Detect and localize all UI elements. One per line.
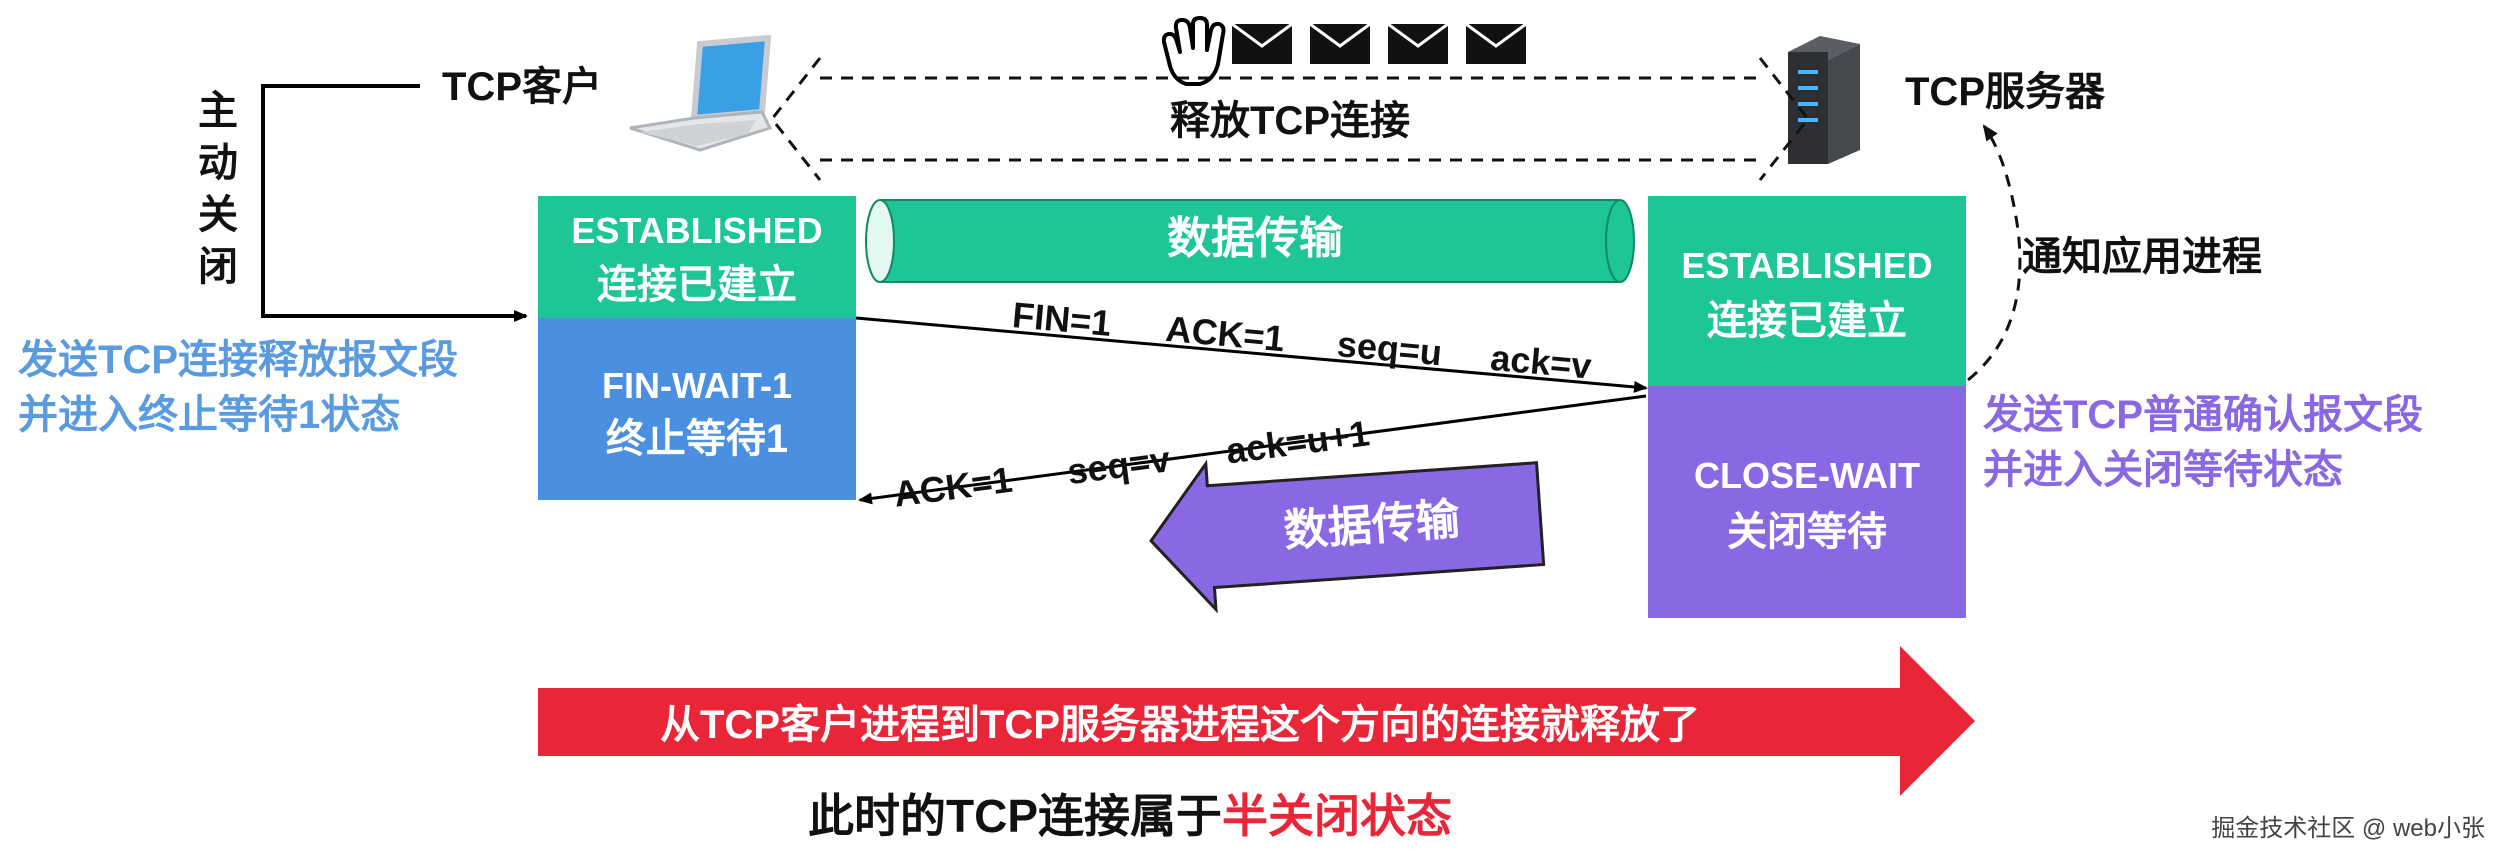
data-transfer-cylinder (865, 199, 1635, 283)
hand-waving-icon (1161, 16, 1226, 86)
data-transfer-top-label: 数据传输 (1167, 214, 1344, 263)
notify-app-label: 通知应用进程 (2022, 235, 2262, 279)
client-action-line1: 发送TCP连接释放报文段 (18, 338, 458, 382)
server-established-desc: 连接已建立 (1707, 299, 1907, 343)
client-established-desc: 连接已建立 (597, 263, 797, 307)
client-established-box (538, 196, 856, 318)
fin-seq: seq=u (1335, 323, 1443, 373)
fin-flag: FIN=1 (1011, 294, 1113, 344)
release-arrow-right-head (1758, 57, 1810, 181)
half-close-banner-text: 从TCP客户进程到TCP服务器进程这个方向的连接就释放了 (660, 703, 1700, 747)
server-action-line1: 发送TCP普通确认报文段 (1983, 393, 2423, 437)
active-close-char: 闭 (198, 245, 238, 289)
notify-app-arrow (1967, 124, 2022, 382)
summary-prefix: 此时的TCP连接属于 (808, 790, 1222, 842)
server-established-name: ESTABLISHED (1681, 245, 1932, 286)
server-close-wait-name: CLOSE-WAIT (1694, 455, 1920, 496)
release-arrow-left-head (770, 57, 822, 181)
server-action-line2: 并进入关闭等待状态 (1983, 448, 2343, 492)
envelope-icon (1465, 22, 1527, 64)
ack-ack-number: ack=u+1 (1224, 412, 1372, 471)
fin-ack-flag: ACK=1 (1164, 308, 1286, 359)
release-connection-label: 释放TCP连接 (1170, 99, 1410, 143)
server-close-wait-desc: 关闭等待 (1727, 510, 1887, 554)
tcp-server-label: TCP服务器 (1905, 70, 2106, 114)
client-action-line2: 并进入终止等待1状态 (18, 393, 400, 437)
ack-segment-arrow (858, 394, 1647, 505)
client-fin-wait-name: FIN-WAIT-1 (602, 365, 792, 406)
envelope-icon (1231, 22, 1293, 64)
client-established-name: ESTABLISHED (571, 210, 822, 251)
server-icon (1788, 36, 1860, 164)
server-established-box (1648, 196, 1966, 386)
tcp-client-label: TCP客户 (442, 65, 602, 109)
summary-text: 此时的TCP连接属于半关闭状态 (808, 790, 1452, 842)
active-close-arrow (261, 84, 528, 322)
watermark: 掘金技术社区 @ web小张 (2211, 815, 2485, 842)
ack-seq: seq=v (1065, 438, 1173, 492)
client-fin-wait-box (538, 318, 856, 500)
data-transfer-purple-arrow (1149, 459, 1546, 614)
fin-ack-number: ack=v (1489, 337, 1593, 387)
ack-flag: ACK=1 (891, 459, 1014, 515)
envelope-icon (1387, 22, 1449, 64)
envelope-icon (1309, 22, 1371, 64)
active-close-char: 动 (198, 141, 238, 185)
laptop-icon (629, 34, 773, 152)
active-close-char: 主 (198, 89, 238, 133)
client-fin-wait-desc: 终止等待1 (606, 417, 788, 461)
release-connection-arrow (820, 76, 1760, 162)
fin-segment-arrow (855, 316, 1648, 393)
summary-highlight: 半关闭状态 (1222, 790, 1452, 842)
active-close-char: 关 (198, 193, 238, 237)
server-close-wait-box (1648, 386, 1966, 618)
half-close-banner-arrow (538, 646, 1975, 796)
